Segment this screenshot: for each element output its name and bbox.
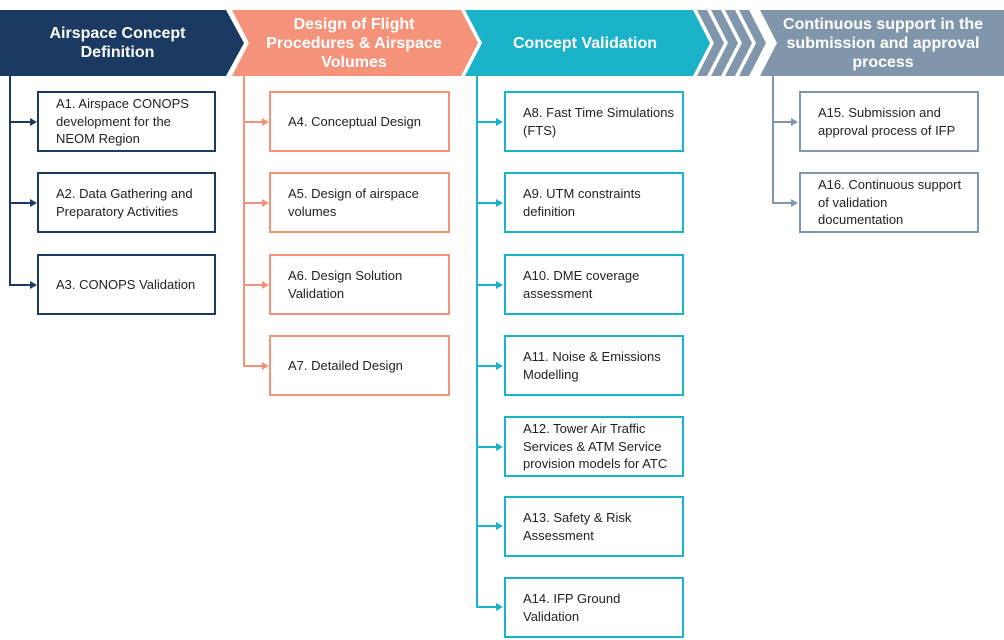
phase-1-connector-line <box>9 76 11 285</box>
connector-arrow-icon <box>30 281 37 289</box>
activity-box: A8. Fast Time Simulations (FTS) <box>504 91 684 152</box>
connector-arrow-icon <box>496 522 503 530</box>
phase-4-chevron <box>760 10 1004 76</box>
connector-branch <box>243 121 263 123</box>
connector-branch <box>243 202 263 204</box>
connector-chevron-4 <box>739 10 766 76</box>
activity-box: A13. Safety & Risk Assessment <box>504 496 684 557</box>
connector-arrow-icon <box>262 118 269 126</box>
connector-arrow-icon <box>496 443 503 451</box>
phase-chevron-bar <box>0 10 1004 76</box>
connector-branch <box>9 121 31 123</box>
connector-arrow-icon <box>30 118 37 126</box>
connector-arrow-icon <box>791 199 798 207</box>
connector-branch <box>772 121 792 123</box>
connector-arrow-icon <box>496 362 503 370</box>
connector-branch <box>243 284 263 286</box>
activity-box: A1. Airspace CONOPS development for the … <box>37 91 216 152</box>
activity-box: A2. Data Gathering and Preparatory Activ… <box>37 172 216 233</box>
activity-box: A9. UTM constraints definition <box>504 172 684 233</box>
activity-box: A16. Continuous support of validation do… <box>799 172 979 233</box>
phase-3-chevron <box>465 10 710 76</box>
activity-box: A5. Design of airspace volumes <box>269 172 450 233</box>
activity-box: A10. DME coverage assessment <box>504 254 684 315</box>
connector-branch <box>476 121 497 123</box>
connector-branch <box>476 365 497 367</box>
connector-branch <box>9 202 31 204</box>
phase-1-chevron <box>0 10 244 76</box>
connector-chevron-2 <box>711 10 738 76</box>
connector-chevron-1 <box>697 10 724 76</box>
phase-3-title: Concept Validation <box>512 34 657 52</box>
connector-arrow-icon <box>496 118 503 126</box>
connector-branch <box>476 525 497 527</box>
connector-arrow-icon <box>496 199 503 207</box>
connector-chevron-3 <box>725 10 752 76</box>
activity-box: A6. Design Solution Validation <box>269 254 450 315</box>
connector-branch <box>476 446 497 448</box>
phase-4-connector-line <box>772 76 774 204</box>
connector-branch <box>476 284 497 286</box>
connector-arrow-icon <box>262 281 269 289</box>
connector-branch <box>9 284 31 286</box>
connector-branch <box>476 606 497 608</box>
connector-arrow-icon <box>262 199 269 207</box>
connector-arrow-icon <box>496 603 503 611</box>
connector-branch <box>476 202 497 204</box>
connector-branch <box>772 202 792 204</box>
phase-4-title: Continuous support in the submission and… <box>783 15 983 71</box>
connector-arrow-icon <box>30 199 37 207</box>
activity-box: A15. Submission and approval process of … <box>799 91 979 152</box>
connector-arrow-icon <box>496 281 503 289</box>
phase-2-chevron <box>232 10 478 76</box>
phase-3-connector-line <box>476 76 478 607</box>
connector-arrow-icon <box>791 118 798 126</box>
activity-box: A4. Conceptual Design <box>269 91 450 152</box>
connector-arrow-icon <box>262 362 269 370</box>
phase-1-title: Airspace Concept Definition <box>49 25 186 61</box>
connector-branch <box>243 365 263 367</box>
activity-box: A3. CONOPS Validation <box>37 254 216 315</box>
activity-box: A7. Detailed Design <box>269 335 450 396</box>
activity-box: A14. IFP Ground Validation <box>504 577 684 638</box>
activity-box: A11. Noise & Emissions Modelling <box>504 335 684 396</box>
phase-2-connector-line <box>243 76 245 367</box>
phase-2-title: Design of Flight Procedures & Airspace V… <box>266 15 442 71</box>
activity-box: A12. Tower Air Traffic Services & ATM Se… <box>504 416 684 477</box>
